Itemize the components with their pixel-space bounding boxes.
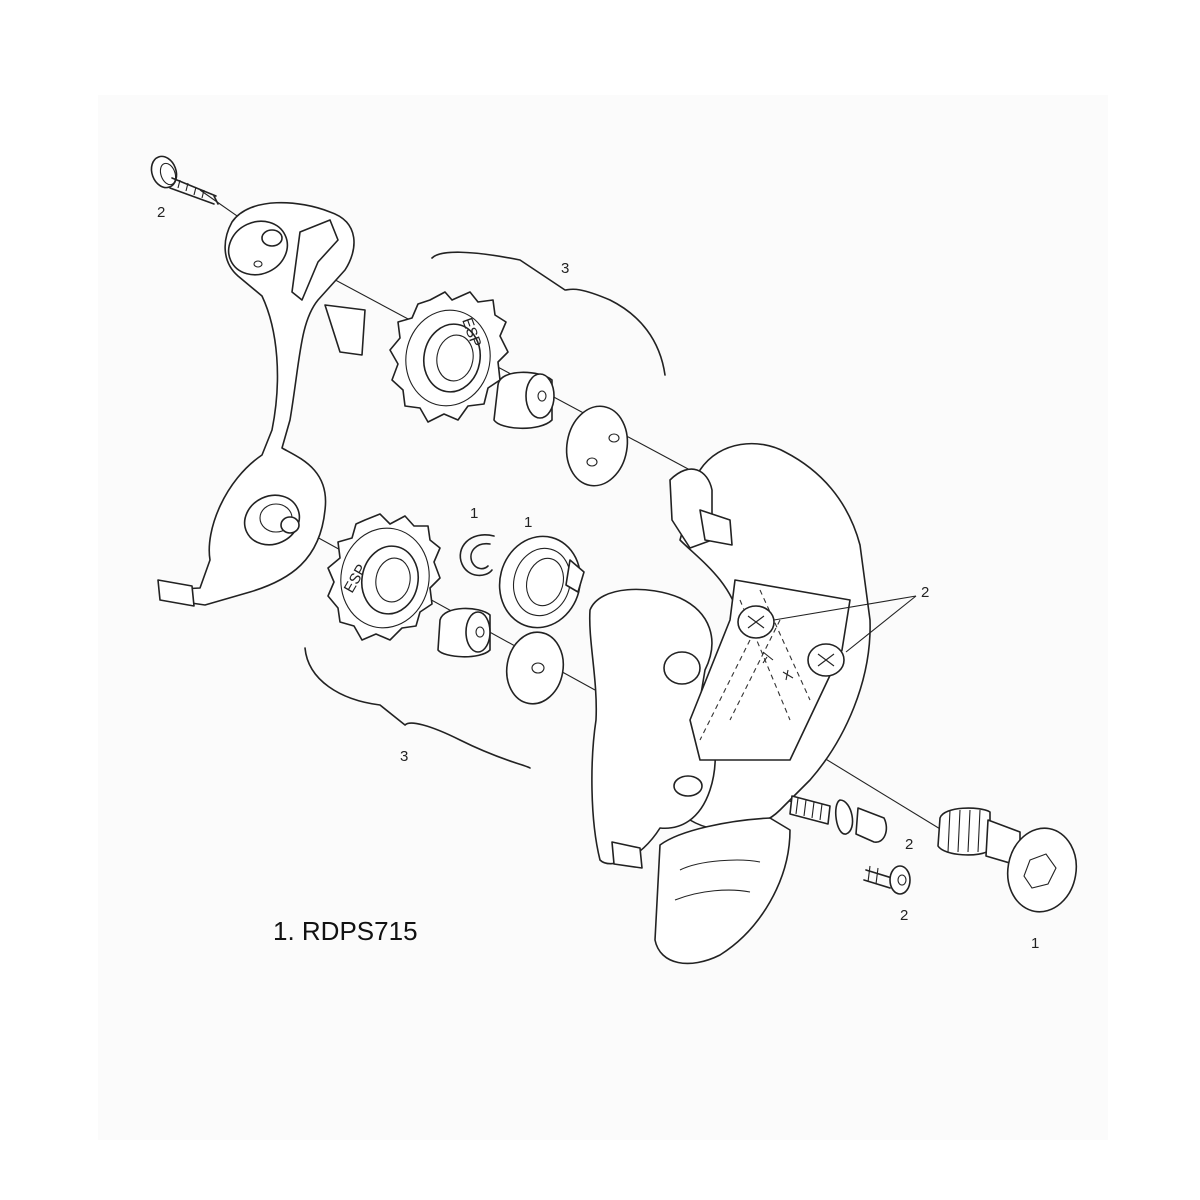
callout-cage-screws: 2 <box>921 584 929 601</box>
retaining-ring <box>459 534 495 577</box>
callout-mount-bolt: 1 <box>1031 935 1039 952</box>
lower-kit-bracket <box>304 647 531 769</box>
lower-pulley: ESP <box>327 513 441 641</box>
derailleur-body <box>588 442 871 965</box>
lower-washer <box>505 631 565 705</box>
cage-screw-leaders <box>773 595 917 653</box>
upper-bushing <box>493 371 555 430</box>
callout-retaining-ring: 1 <box>470 505 478 522</box>
top-bolt <box>150 155 219 205</box>
limit-screw <box>789 795 888 843</box>
upper-washer <box>565 405 629 487</box>
callout-spring: 1 <box>524 514 532 531</box>
part-number-caption: 1. RDPS715 <box>273 916 418 946</box>
callout-top-bolt: 2 <box>157 204 165 221</box>
callout-labels: 2 3 1 1 2 2 2 1 3 <box>157 204 1039 952</box>
spring <box>498 535 585 629</box>
lower-bushing <box>437 607 491 658</box>
h-l-marks <box>762 651 794 681</box>
small-bolt <box>863 865 911 895</box>
outer-cage-plate <box>157 201 366 607</box>
callout-lower-pulley-kit: 3 <box>400 748 408 765</box>
callout-upper-pulley-kit: 3 <box>561 260 569 277</box>
upper-pulley: ESP <box>389 291 509 423</box>
cage-screw-1 <box>737 605 775 639</box>
callout-small-bolt: 2 <box>900 907 908 924</box>
mount-bolt <box>937 807 1078 913</box>
cage-screw-2 <box>807 643 845 677</box>
upper-kit-bracket <box>431 251 666 376</box>
callout-limit-screw: 2 <box>905 836 913 853</box>
